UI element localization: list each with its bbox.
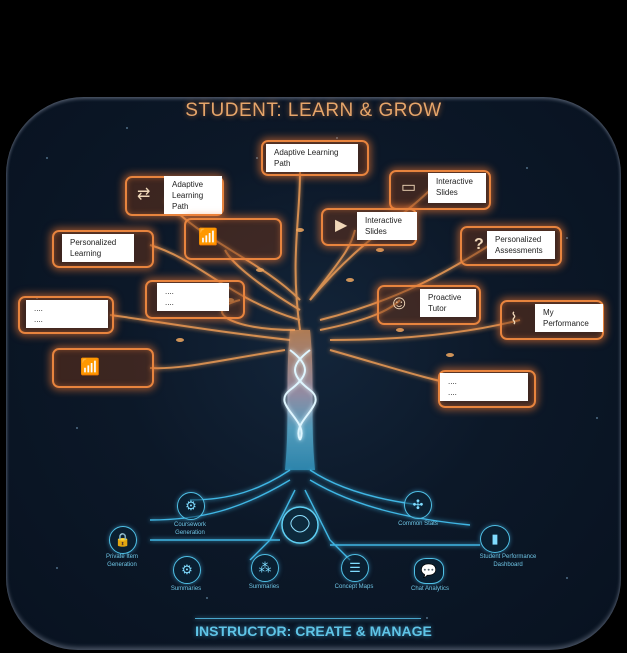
bar-growth-chart-icon: 📶 xyxy=(198,229,218,246)
network-nodes-icon[interactable]: ⁂ xyxy=(251,554,279,582)
label-private-item-generation: Private Item Generation xyxy=(105,554,138,568)
presentation-board-icon: ▭ xyxy=(401,179,417,196)
footer-divider xyxy=(195,618,421,619)
label-summaries-2: Summaries xyxy=(248,584,280,590)
student-title: STUDENT: LEARN & GROW xyxy=(185,100,442,121)
label-summaries-1: Summaries xyxy=(170,586,202,592)
instructor-title: INSTRUCTOR: CREATE & MANAGE xyxy=(195,623,432,639)
label-concept-maps: Concept Maps xyxy=(334,584,374,590)
list-icon[interactable]: ☰ xyxy=(341,554,369,582)
gear-icon[interactable]: ⚙ xyxy=(177,492,205,520)
bar-chart-icon[interactable]: ▮ xyxy=(480,525,510,553)
line-chart-icon: ⌇ xyxy=(510,311,518,328)
bar-growth-chart-icon: 📶 xyxy=(80,359,100,376)
question-mark-icon: ? xyxy=(474,236,484,253)
label-placeholder-right: ........ xyxy=(440,373,528,401)
label-student-performance-dashboard: Student Performance Dashboard xyxy=(479,554,537,568)
label-placeholder-far-left: ........ xyxy=(26,300,108,328)
label-coursework-generation: Coursework Generation xyxy=(173,522,206,536)
lock-icon[interactable]: 🔒 xyxy=(109,526,137,554)
gears-icon[interactable]: ⚙ xyxy=(173,556,201,584)
brain-icon xyxy=(281,506,319,544)
hub-icon[interactable]: ✣ xyxy=(404,491,432,519)
smiley-face-icon: ☺ xyxy=(389,292,410,314)
node-growth-chart-lower[interactable]: 📶 xyxy=(52,348,154,388)
label-common-stats: Common Stats xyxy=(398,521,438,527)
swap-arrows-icon: ⇄ xyxy=(137,186,151,203)
node-growth-chart-upper[interactable]: 📶 xyxy=(184,218,282,260)
play-screen-icon: ▶ xyxy=(335,217,348,234)
label-placeholder-center-left: ........ xyxy=(157,283,229,311)
chat-bubbles-icon[interactable]: 💬 xyxy=(414,558,444,584)
label-chat-analytics: Chat Analytics xyxy=(410,586,450,592)
